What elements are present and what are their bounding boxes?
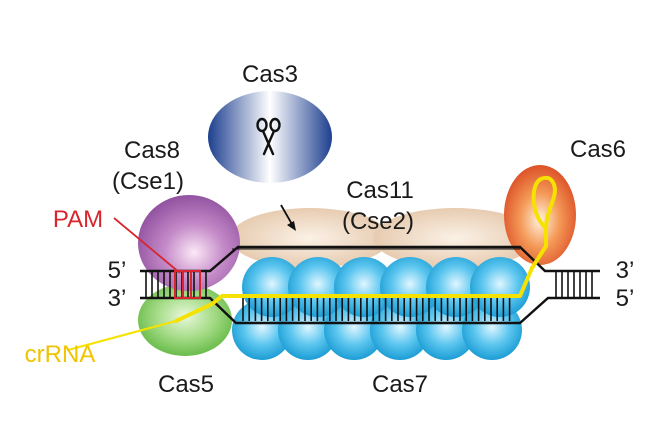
dna-base-pairs [242,298,511,321]
cas8-label: Cas8 [124,137,180,164]
pam-site [174,270,201,299]
cas6-label: Cas6 [570,136,626,163]
cse1-label: (Cse1) [112,168,184,195]
cas6-protein [504,165,576,265]
cas7-bead [380,257,440,317]
crrna-strand [66,175,557,352]
cas7-bead [288,257,348,317]
cse2-label: (Cse2) [342,208,414,235]
pam-leader-line [113,217,181,274]
cas5-label: Cas5 [158,371,214,398]
dna-base-pairs-right [555,272,593,297]
crrna-label: crRNA [25,341,96,368]
cas8-protein [138,195,240,291]
cas7-label: Cas7 [372,371,428,398]
left-bottom-end-label: 3’ [108,285,127,312]
cas3-label: Cas3 [242,61,298,88]
cas11-arrow [280,204,296,231]
dna-base-pairs-left [145,272,207,297]
cas11-label: Cas11 [346,177,414,204]
pam-label: PAM [53,206,103,233]
left-top-end-label: 5’ [108,257,127,284]
cas3-protein [208,91,332,183]
scissors-icon [256,117,281,156]
cas5-protein [138,284,232,356]
cas11-protein [230,208,537,268]
right-top-end-label: 3’ [616,257,635,284]
right-bottom-end-label: 5’ [616,285,635,312]
